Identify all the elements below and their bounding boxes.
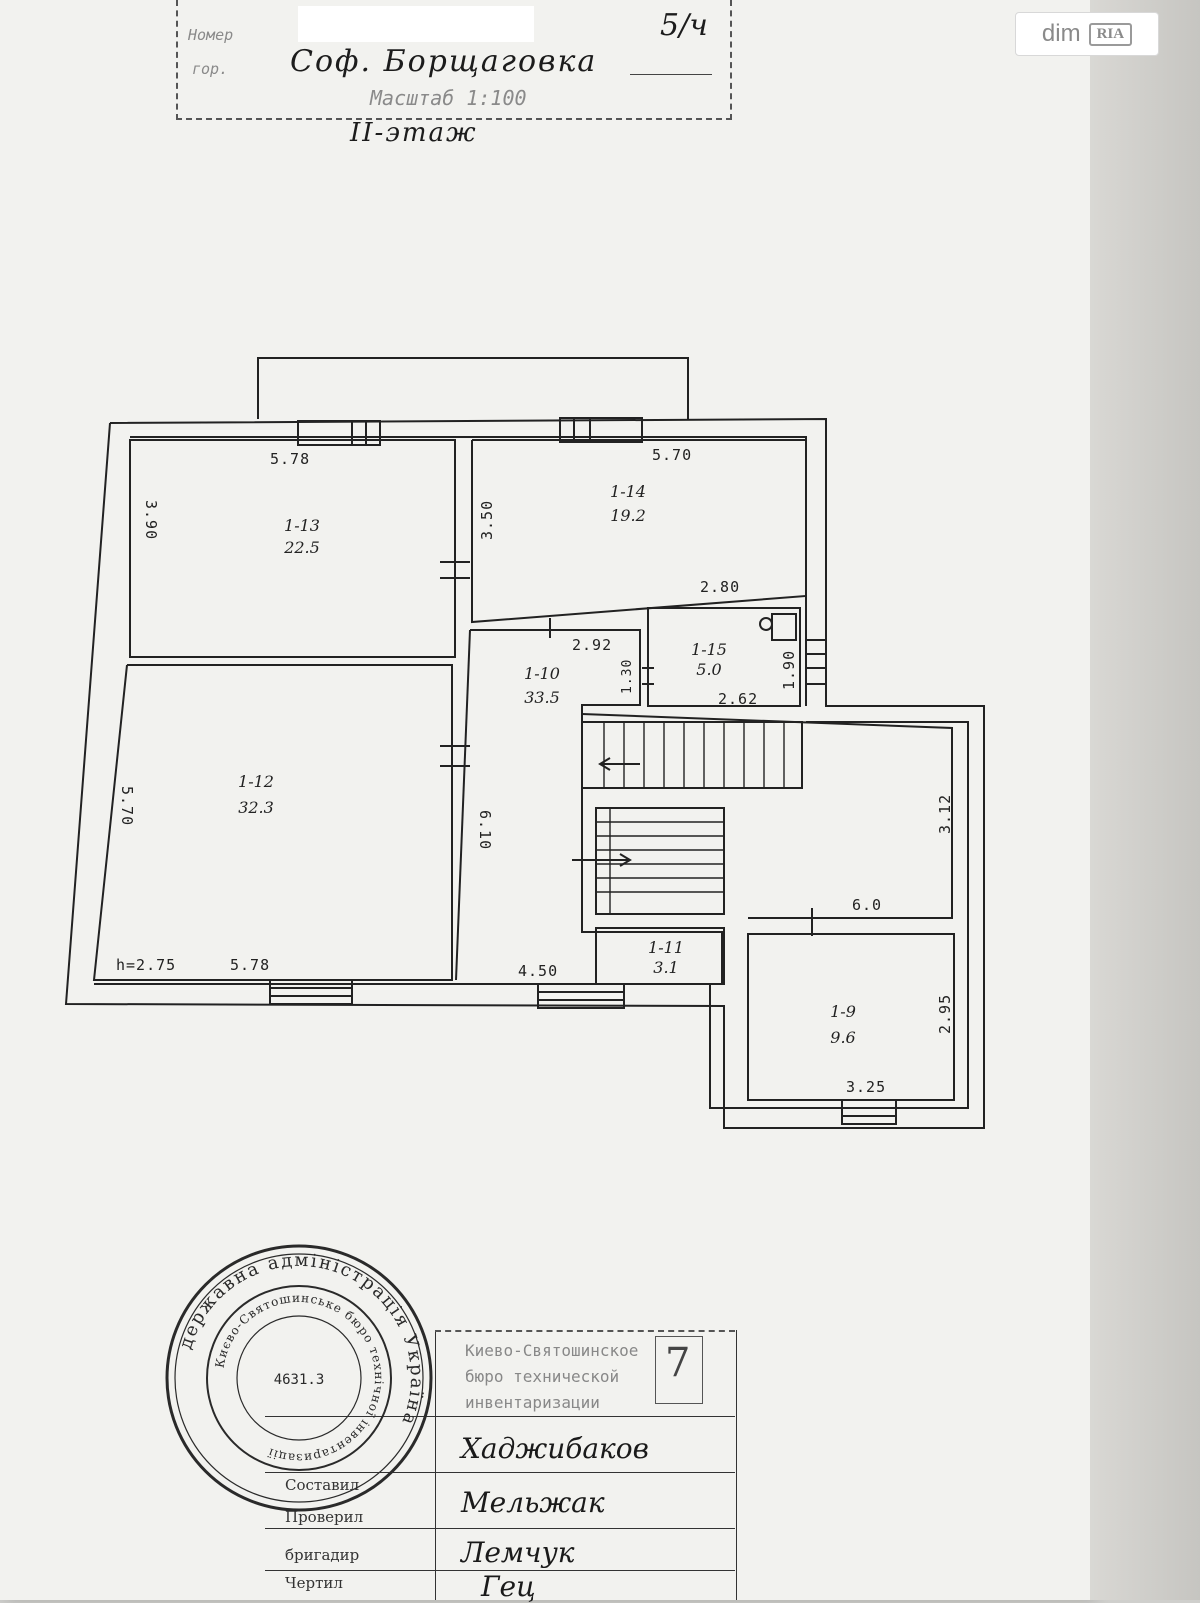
- title-block-top-line: [435, 1330, 735, 1332]
- dim-578-top: 5.78: [270, 450, 311, 468]
- dim-610: 6.10: [476, 810, 494, 851]
- dim-570-left: 5.70: [118, 786, 136, 827]
- title-block-org: Киево-Святошинское бюро технической инве…: [465, 1341, 639, 1412]
- label-composed: Составил: [285, 1476, 360, 1494]
- dim-height-note: h=2.75: [116, 956, 177, 974]
- room-1-12-id: 1-12: [238, 772, 274, 791]
- logo-dim-text: dim: [1041, 20, 1081, 47]
- room-1-15-area: 5.0: [696, 660, 722, 679]
- header-scale: Масштаб 1:100: [370, 86, 527, 110]
- header-row-prefix-1: Номер: [188, 26, 234, 44]
- title-block-row: [265, 1570, 735, 1571]
- title-block: Киево-Святошинское бюро технической инве…: [265, 1330, 737, 1603]
- header-locality: Соф. Борщаговка: [290, 44, 598, 79]
- room-1-12-area: 32.3: [238, 798, 274, 817]
- dim-390: 3.90: [142, 500, 160, 541]
- room-1-11-area: 3.1: [653, 958, 679, 977]
- official-seal: державна адміністрація Україна Києво-Свя…: [165, 1244, 433, 1512]
- dim-262: 2.62: [718, 690, 759, 708]
- room-1-13-id: 1-13: [284, 516, 320, 535]
- room-1-13-area: 22.5: [284, 538, 320, 557]
- dim-295: 2.95: [936, 993, 954, 1034]
- sheet-number: 7: [665, 1340, 691, 1386]
- dim-570-top: 5.70: [652, 446, 693, 464]
- sheet-box: [655, 1336, 703, 1404]
- logo-ria-text: RIA: [1088, 22, 1133, 46]
- floor-plan: [64, 357, 985, 1129]
- dim-60: 6.0: [852, 896, 883, 914]
- room-1-15-id: 1-15: [691, 640, 727, 659]
- dim-450: 4.50: [518, 962, 559, 980]
- header-code: 5/ч: [660, 8, 708, 43]
- dim-325: 3.25: [846, 1078, 887, 1096]
- dim-578-bottom: 5.78: [230, 956, 271, 974]
- header-row-prefix-2: гор.: [192, 60, 229, 78]
- signature-3: Лемчук: [461, 1536, 575, 1569]
- label-foreman: бригадир: [285, 1546, 360, 1564]
- signature-1: Хаджибаков: [461, 1432, 649, 1465]
- dim-292: 2.92: [572, 636, 613, 654]
- dim-312: 3.12: [936, 793, 954, 834]
- dim-350: 3.50: [478, 499, 496, 540]
- title-block-frame: [435, 1330, 737, 1600]
- title-block-row: [265, 1416, 735, 1417]
- header-underline: [630, 74, 712, 75]
- room-1-11-id: 1-11: [648, 938, 684, 957]
- document-page: [0, 0, 1090, 1600]
- title-block-row: [265, 1528, 735, 1529]
- dimria-logo: dim RIA: [1015, 12, 1159, 56]
- signature-2: Мельжак: [461, 1486, 605, 1519]
- room-1-14-area: 19.2: [610, 506, 646, 525]
- dim-190: 1.90: [780, 649, 798, 690]
- room-1-10-area: 33.5: [524, 688, 560, 707]
- dim-130: 1.30: [620, 658, 635, 694]
- label-checked: Проверил: [285, 1508, 364, 1526]
- signature-4: Гец: [481, 1570, 536, 1603]
- room-1-9-id: 1-9: [830, 1002, 856, 1021]
- room-1-14-id: 1-14: [610, 482, 646, 501]
- label-drawn: Чертил: [285, 1574, 343, 1592]
- redaction-block: [298, 6, 534, 42]
- title-block-row: [265, 1472, 735, 1473]
- seal-code: 4631.3: [274, 1372, 325, 1388]
- room-1-10-id: 1-10: [524, 664, 560, 683]
- background-surface: [1090, 0, 1200, 1600]
- dim-280: 2.80: [700, 578, 741, 596]
- floor-label: II-этаж: [350, 118, 478, 148]
- header-box: [176, 0, 732, 120]
- room-1-9-area: 9.6: [830, 1028, 856, 1047]
